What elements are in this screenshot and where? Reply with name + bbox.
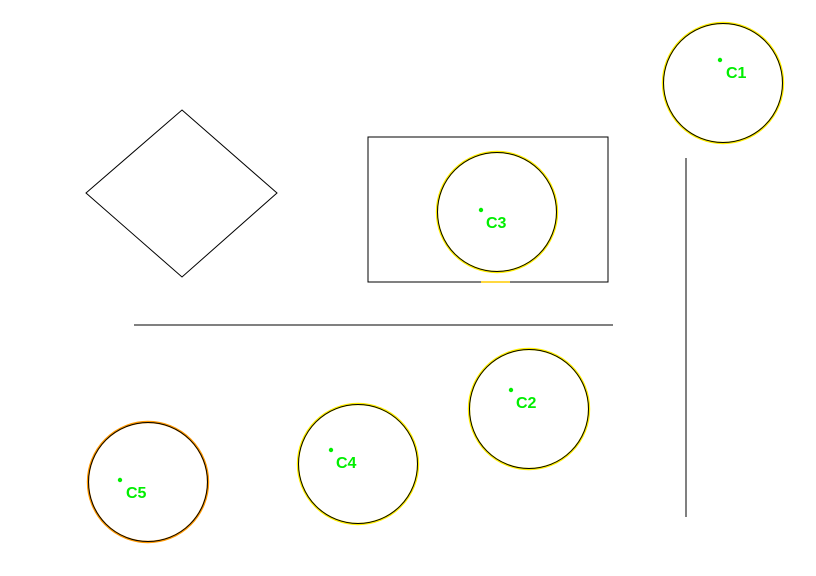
- circle-c1-center-dot: [717, 57, 723, 63]
- circle-c5-center-dot: [117, 477, 123, 483]
- circle-c5: C5: [86, 420, 210, 544]
- circle-c4-label: C4: [336, 455, 357, 472]
- circle-c5-outline: [88, 422, 208, 542]
- circle-c1: C1: [661, 21, 785, 145]
- circle-c2: C2: [467, 347, 591, 471]
- circle-c4-center-dot: [328, 447, 334, 453]
- circle-c3: C3: [435, 150, 559, 274]
- circle-c3-outline: [437, 152, 557, 272]
- circle-c1-label: C1: [726, 65, 747, 82]
- circle-c4: C4: [296, 402, 420, 526]
- circle-c5-label: C5: [126, 485, 147, 502]
- diamond-shape: [85, 109, 278, 278]
- circle-c2-outline: [469, 349, 589, 469]
- circle-c4-outline: [298, 404, 418, 524]
- circle-c3-center-dot: [478, 207, 484, 213]
- circle-c2-label: C2: [516, 395, 537, 412]
- circle-c3-label: C3: [486, 215, 507, 232]
- circle-c2-center-dot: [508, 387, 514, 393]
- circle-c1-outline: [663, 23, 783, 143]
